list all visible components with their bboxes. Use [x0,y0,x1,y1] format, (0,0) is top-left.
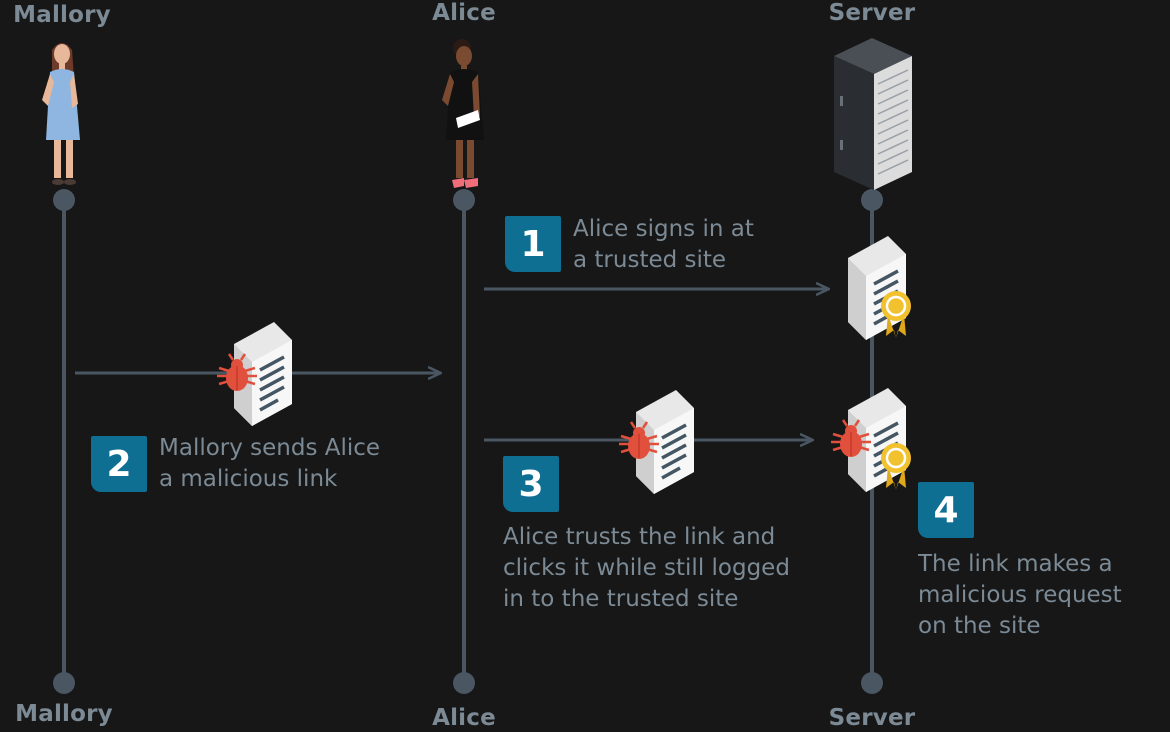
step-4-line: The link makes a [918,551,1113,577]
malicious-document-icon [215,320,294,428]
step-4-line: malicious request [918,582,1122,608]
actor-label-top-mallory: Mallory [13,2,111,28]
mallory-figure-icon [42,43,80,185]
lifeline-bottom-node [53,672,75,694]
step-2-line: Mallory sends Alice [159,435,381,461]
step-4-badge: 4 [918,482,974,538]
lifeline-top-node [53,189,75,211]
lifeline-bottom-node [453,672,475,694]
step-1-line: Alice signs in at [573,216,754,242]
step-3-line: Alice trusts the link and [503,524,776,550]
lifeline-alice [453,189,475,694]
actor-label-top-server: Server [828,0,916,26]
step-3-badge: 3 [503,456,559,512]
malicious-document-icon [617,388,696,496]
step-1-line: a trusted site [573,247,727,273]
step-4-line: on the site [918,613,1041,639]
actor-label-bottom-alice: Alice [432,705,496,731]
step-3-text: Alice trusts the link and clicks it whil… [503,522,790,615]
step-3-line: in to the trusted site [503,586,739,612]
actor-label-bottom-mallory: Mallory [15,701,113,727]
lifeline-mallory [53,189,75,694]
server-rack-icon [834,38,912,190]
alice-figure-icon [442,39,484,188]
step-1-badge: 1 [505,216,561,272]
step-1-text: Alice signs in at a trusted site [573,214,754,276]
step-2-line: a malicious link [159,466,338,492]
step-4-text: The link makes a malicious request on th… [918,549,1122,642]
malicious-signed-document-icon [829,386,913,494]
step-3-line: clicks it while still logged [503,555,790,581]
lifeline-bottom-node [861,672,883,694]
actor-label-top-alice: Alice [432,0,496,26]
step-2-text: Mallory sends Alice a malicious link [159,433,380,495]
step-2-badge: 2 [91,436,147,492]
lifeline-top-node [861,189,883,211]
actor-label-bottom-server: Server [828,705,916,731]
lifeline-top-node [453,189,475,211]
signed-document-icon [846,234,913,342]
